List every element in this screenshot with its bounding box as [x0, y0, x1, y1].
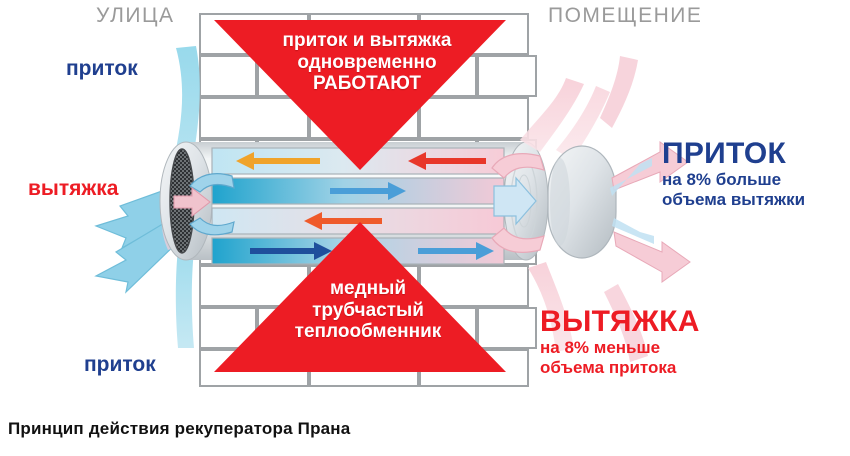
banner-bottom-line1: медный	[329, 278, 407, 299]
banner-top-line1: приток и вытяжка	[282, 30, 452, 51]
callout-exhaust-heading: ВЫТЯЖКА	[540, 305, 700, 338]
channel-1-arrow-right	[408, 152, 486, 170]
banner-bottom-line3: теплообменник	[294, 321, 442, 343]
label-supply-bottom: приток	[84, 353, 156, 376]
indoor-unit	[491, 78, 617, 352]
callout-supply-line1: на 8% больше	[662, 170, 782, 190]
left-exhaust-outline-arrow	[173, 186, 211, 218]
banner-top-line2: одновременно	[297, 51, 437, 73]
room-supply-arrows	[600, 56, 691, 362]
room-arrow-4	[604, 284, 648, 362]
zone-label-outside: УЛИЦА	[96, 4, 175, 27]
callout-supply-heading: ПРИТОК	[662, 137, 787, 170]
left-end-flow-arrows	[173, 173, 235, 236]
left-inflow-curve-lower	[189, 217, 235, 236]
callout-supply: ПРИТОК на 8% больше объема вытяжки	[662, 138, 805, 209]
label-exhaust-street: вытяжка	[28, 177, 119, 200]
supply-stream-bottom	[175, 232, 196, 348]
banner-bottom-triangle	[214, 222, 506, 372]
banner-bottom-text: медный трубчастый теплообменник	[238, 278, 498, 343]
flange-arrow-lower	[491, 227, 545, 253]
room-arrow-1	[610, 141, 689, 196]
channel-3-arrow-left	[304, 212, 382, 230]
room-exhaust-ribbon-top2	[556, 86, 610, 160]
zone-label-inside: ПОМЕЩЕНИЕ	[548, 4, 703, 27]
room-arrow-2	[612, 218, 691, 283]
room-exhaust-ribbon-bottom	[528, 262, 574, 352]
callout-exhaust-line1: на 8% меньше	[540, 338, 661, 358]
banner-bottom-line2: трубчастый	[312, 299, 424, 321]
channel-1-arrow-left	[236, 152, 320, 170]
left-inflow-curve-upper	[189, 173, 235, 193]
figure-caption: Принцип действия рекуператора Прана	[8, 419, 351, 438]
callout-supply-line2: объема вытяжки	[662, 189, 806, 209]
room-arrow-3	[600, 56, 638, 128]
banner-top-triangle	[214, 20, 506, 170]
recuperator-illustration	[94, 13, 691, 387]
channel-4-arrow-left-seg	[250, 242, 332, 260]
flange-arrow-upper	[491, 153, 545, 179]
channel-2-arrow-mid	[330, 182, 406, 200]
channel-4-arrow-right-seg	[418, 242, 494, 260]
label-supply-top: приток	[66, 57, 138, 80]
room-exhaust-ribbon-top	[520, 78, 584, 152]
flange-supply-arrow	[493, 176, 537, 226]
callout-exhaust-line2: объема притока	[540, 357, 677, 377]
banner-top-text: приток и вытяжка одновременно РАБОТАЮТ	[232, 30, 502, 95]
banner-top-line3: РАБОТАЮТ	[312, 73, 422, 95]
callout-exhaust: ВЫТЯЖКА на 8% меньше объема притока	[540, 306, 700, 377]
